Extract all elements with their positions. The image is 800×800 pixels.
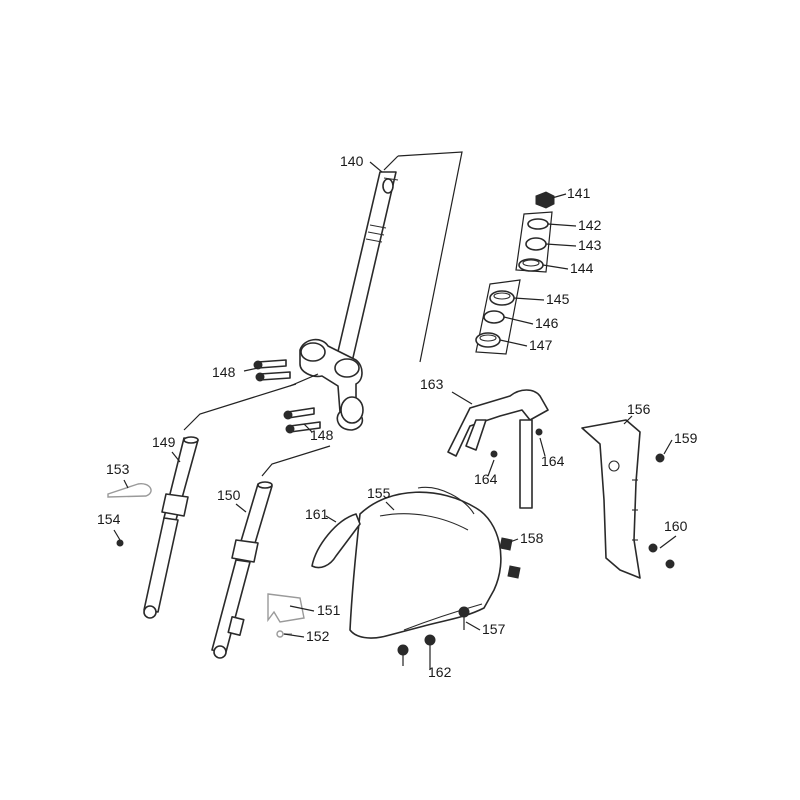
callout-label-144: 144 [570, 260, 594, 276]
callout-label-142: 142 [578, 217, 602, 233]
leader-line-156 [623, 415, 633, 425]
steering-column-outline [383, 151, 463, 363]
leader-line-140 [369, 161, 383, 173]
part-158-clip-upper [499, 537, 513, 551]
callout-label-159: 159 [674, 430, 698, 446]
callout-label-154: 154 [97, 511, 121, 527]
leader-line-154 [113, 529, 121, 541]
leader-line-160 [659, 535, 677, 549]
part-159-screw [655, 453, 665, 463]
leader-line-145 [513, 297, 545, 301]
part-144-bearing [518, 258, 544, 272]
leader-line-163 [451, 391, 473, 405]
part-141-nut [535, 191, 555, 209]
callout-label-141: 141 [567, 185, 591, 201]
callout-label-148: 148 [310, 427, 334, 443]
part-149-left-fork [143, 436, 199, 619]
part-151-bracket [267, 593, 305, 623]
leader-line-155 [385, 501, 395, 511]
callout-label-162: 162 [428, 664, 452, 680]
part-162-bolt-right [424, 634, 436, 656]
lower-bearing-set-outline [475, 279, 521, 355]
leader-line-164 [487, 459, 495, 477]
leader-line-158 [509, 538, 519, 543]
leader-line-144 [542, 264, 569, 270]
leader-line-150 [235, 503, 247, 513]
triple-clamp [289, 338, 364, 431]
leader-line-157 [465, 621, 481, 631]
callout-label-161: 161 [305, 506, 329, 522]
leader-line-164 [539, 437, 546, 457]
part-146-ring [483, 310, 505, 324]
leader-line-148 [303, 423, 313, 433]
callout-label-160: 160 [664, 518, 688, 534]
callout-label-156: 156 [627, 401, 651, 417]
callout-label-158: 158 [520, 530, 544, 546]
leader-line-141 [551, 193, 567, 199]
callout-label-145: 145 [546, 291, 570, 307]
part-158-clip-lower [507, 565, 521, 579]
leader-line-148 [243, 367, 259, 372]
part-153-clip [107, 483, 152, 498]
callout-label-140: 140 [340, 153, 364, 169]
leader-line-151 [289, 605, 315, 612]
callout-label-146: 146 [535, 315, 559, 331]
part-142-washer [527, 218, 549, 230]
callout-label-164: 164 [474, 471, 498, 487]
leader-line-161 [325, 515, 337, 523]
leader-line-143 [545, 243, 577, 247]
fork-outline-lines [183, 383, 331, 477]
callout-label-164: 164 [541, 453, 565, 469]
leader-lines [113, 161, 677, 670]
part-156-mud-guard-panel [581, 419, 641, 579]
leader-line-159 [663, 439, 673, 455]
callout-label-143: 143 [578, 237, 602, 253]
part-164-screw-right [535, 428, 543, 436]
leader-line-147 [499, 339, 528, 347]
part-161-side-piece [311, 513, 361, 569]
part-148-bolts-lower [283, 407, 321, 434]
callout-label-163: 163 [420, 376, 444, 392]
part-143-ring [525, 237, 547, 251]
callout-label-147: 147 [529, 337, 553, 353]
part-157-bolt [458, 606, 470, 630]
part-164-screw-left [490, 450, 498, 458]
callout-label-157: 157 [482, 621, 506, 637]
part-155-front-fender [349, 486, 502, 639]
part-150-right-fork [211, 481, 273, 659]
leader-line-146 [503, 316, 534, 325]
part-148-bolts-upper [253, 359, 291, 382]
part-147-cone [475, 332, 501, 348]
callout-label-153: 153 [106, 461, 130, 477]
callout-label-149: 149 [152, 434, 176, 450]
leader-line-149 [171, 451, 181, 463]
callout-label-152: 152 [306, 628, 330, 644]
part-140-steering-stem [335, 171, 399, 363]
callout-label-155: 155 [367, 485, 391, 501]
part-163-fender-bracket [447, 389, 549, 509]
callout-label-150: 150 [217, 487, 241, 503]
leader-line-142 [547, 223, 577, 227]
callout-label-148: 148 [212, 364, 236, 380]
leader-line-153 [123, 479, 129, 489]
leader-line-152 [283, 633, 305, 638]
part-145-bearing [489, 290, 515, 306]
part-160-screws [648, 543, 675, 569]
part-154-screw [116, 539, 124, 547]
part-162-bolt-left [397, 644, 409, 666]
upper-bearing-set-outline [515, 211, 553, 273]
callout-label-151: 151 [317, 602, 341, 618]
